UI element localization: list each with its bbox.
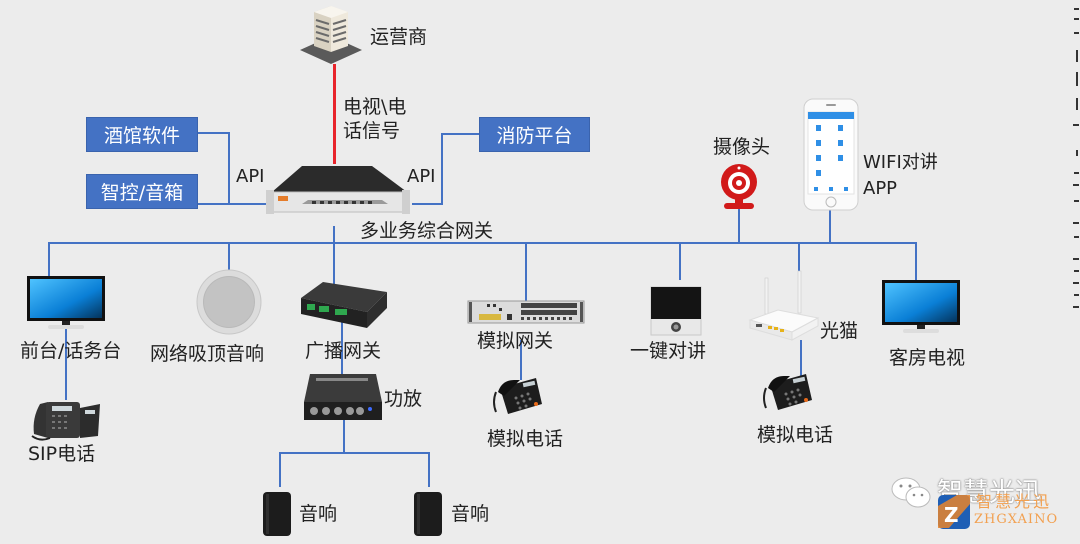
building-icon [300, 6, 362, 64]
amplifier-label: 功放 [384, 388, 423, 410]
pms-software-box: 酒馆软件 [86, 117, 198, 152]
room-tv-label: 客房电视 [889, 347, 966, 369]
router-icon [748, 270, 820, 341]
speaker2-drop [428, 452, 430, 487]
drop-onu [798, 242, 800, 282]
monitor-icon [882, 280, 960, 333]
speaker-icon [263, 492, 291, 536]
api-right-label: API [407, 166, 436, 187]
api-right-horizontal [412, 203, 443, 205]
pms-api-line [197, 132, 230, 134]
broadcast-gateway-icon [301, 282, 387, 328]
front-desk-to-sip-line [65, 325, 67, 400]
drop-ceiling-speaker [228, 242, 230, 270]
analog-gw-to-phone-line [520, 340, 522, 380]
signal-label-line1: 电视\电 [343, 96, 407, 118]
up-wifi-app [829, 208, 831, 244]
api-left-label: API [236, 166, 265, 187]
drop-analog-gw [525, 242, 527, 304]
ip-phone-icon [31, 402, 100, 441]
intercom-panel-icon [650, 286, 702, 336]
smart-api-line [197, 203, 267, 205]
wifi-app-label-line2: APP [863, 178, 898, 199]
smart-control-box: 智控/音箱 [86, 174, 198, 209]
amp-speakers-bus [279, 452, 430, 454]
speaker-icon [414, 492, 442, 536]
fire-api-line [442, 133, 480, 135]
intercom-label: 一键对讲 [630, 340, 707, 362]
onu-label: 光猫 [820, 320, 859, 342]
analog-gateway-label: 模拟网关 [477, 330, 554, 352]
cropped-text-fragment [1073, 8, 1079, 308]
api-left-vertical [228, 132, 230, 205]
analog-phone2-label: 模拟电话 [757, 424, 834, 446]
ceiling-speaker-icon [196, 269, 262, 335]
analog-phone1-label: 模拟电话 [487, 428, 564, 450]
rack-server-icon [266, 166, 410, 214]
signal-label-line2: 话信号 [343, 120, 401, 142]
amplifier-icon [304, 374, 382, 420]
api-right-vertical [441, 133, 443, 204]
ceiling-speaker-label: 网络吸顶音响 [150, 343, 265, 365]
drop-broadcast-gw [333, 242, 335, 286]
gateway-trunk-line [333, 226, 335, 244]
wechat-icon [891, 477, 931, 508]
onu-to-phone-line [800, 340, 802, 378]
carrier-label: 运营商 [370, 26, 428, 48]
pms-software-label: 酒馆软件 [103, 125, 180, 147]
amp-down-line [343, 420, 345, 453]
speaker1-drop [279, 452, 281, 487]
bus-right-up [915, 242, 917, 282]
main-bus-line [48, 242, 917, 244]
sip-phone-label: SIP电话 [28, 443, 96, 465]
analog-gateway-icon [467, 300, 585, 324]
webcam-icon [721, 164, 757, 209]
carrier-signal-line [333, 64, 336, 164]
monitor-icon [27, 276, 105, 329]
speaker1-label: 音响 [299, 503, 338, 525]
logo-english-text: ZHGXAINO [974, 512, 1059, 527]
logo-chinese-text: 智慧光迅 [976, 492, 1053, 511]
camera-label: 摄像头 [713, 136, 771, 158]
gateway-label: 多业务综合网关 [360, 220, 494, 242]
broadcast-to-amp-line [341, 320, 343, 375]
smart-control-label: 智控/音箱 [100, 182, 184, 204]
broadcast-gateway-label: 广播网关 [305, 340, 382, 362]
fire-platform-box: 消防平台 [479, 117, 590, 152]
svg-text:Z: Z [944, 503, 959, 527]
desk-phone-icon [493, 378, 542, 414]
smartphone-icon [803, 98, 859, 211]
desk-phone-icon [763, 374, 812, 410]
drop-intercom [679, 242, 681, 280]
wifi-app-label-line1: WIFI对讲 [863, 152, 938, 173]
front-desk-label: 前台/话务台 [20, 340, 122, 362]
up-camera [738, 208, 740, 244]
brand-logo-icon: Z [938, 495, 970, 529]
fire-platform-label: 消防平台 [496, 125, 573, 147]
drop-front-desk [48, 242, 50, 276]
speaker2-label: 音响 [451, 503, 490, 525]
